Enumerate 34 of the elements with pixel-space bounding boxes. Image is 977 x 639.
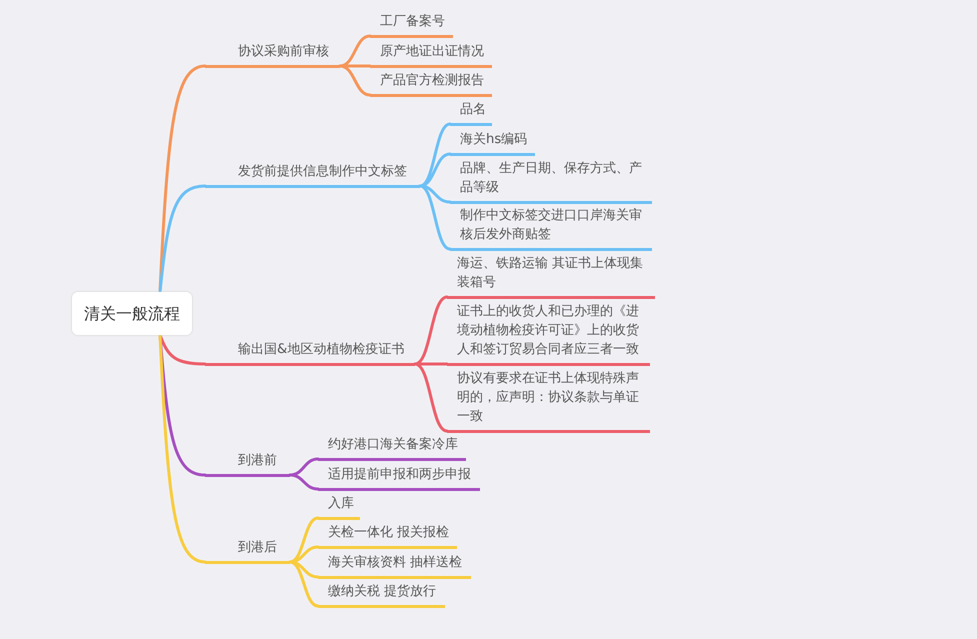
branch-topic: 输出国&地区动植物检疫证书 <box>205 340 415 366</box>
branch-topic: 协议采购前审核 <box>205 42 340 68</box>
subtopic: 缴纳关税 提货放行 <box>318 582 445 608</box>
branch-line <box>418 122 452 188</box>
branch-line <box>288 560 320 608</box>
subtopic: 适用提前申报和两步申报 <box>318 464 480 490</box>
subtopic: 产品官方检测报告 <box>370 70 492 96</box>
subtopic: 原产地证出证情况 <box>370 42 492 68</box>
branch-line <box>158 334 206 366</box>
branch-line <box>288 516 320 564</box>
subtopic: 工厂备案号 <box>370 12 453 38</box>
branch-topic: 到港前 <box>205 450 290 476</box>
branch-topic: 到港后 <box>205 538 290 564</box>
branch-line <box>288 474 320 490</box>
branch-line <box>418 184 452 250</box>
subtopic: 证书上的收货人和已办理的《进境动植物检疫许可证》上的收货人和签订贸易合同者应三者一致 <box>447 302 650 366</box>
branch-line <box>414 296 448 366</box>
subtopic: 制作中文标签交进口口岸海关审核后发外商贴签 <box>450 206 652 250</box>
branch-line <box>158 184 206 294</box>
subtopic: 品名 <box>450 100 492 126</box>
root-topic-box: 清关一般流程 <box>72 292 192 335</box>
subtopic: 海运、铁路运输 其证书上体现集装箱号 <box>447 254 655 298</box>
branch-topic: 发货前提供信息制作中文标签 <box>205 162 420 188</box>
branch-line <box>418 184 452 204</box>
subtopic: 协议有要求在证书上体现特殊声明的，应声明：协议条款与单证一致 <box>447 368 650 432</box>
branch-line <box>338 64 372 96</box>
subtopic: 关检一体化 报关报检 <box>318 522 457 548</box>
branch-line <box>414 362 448 432</box>
subtopic: 品牌、生产日期、保存方式、产品等级 <box>450 158 652 204</box>
subtopic: 海关hs编码 <box>450 130 535 156</box>
subtopic: 海关审核资料 抽样送检 <box>318 552 471 578</box>
subtopic: 约好港口海关备案冷库 <box>318 434 466 460</box>
branch-line <box>158 334 206 564</box>
subtopic: 入库 <box>318 494 360 520</box>
